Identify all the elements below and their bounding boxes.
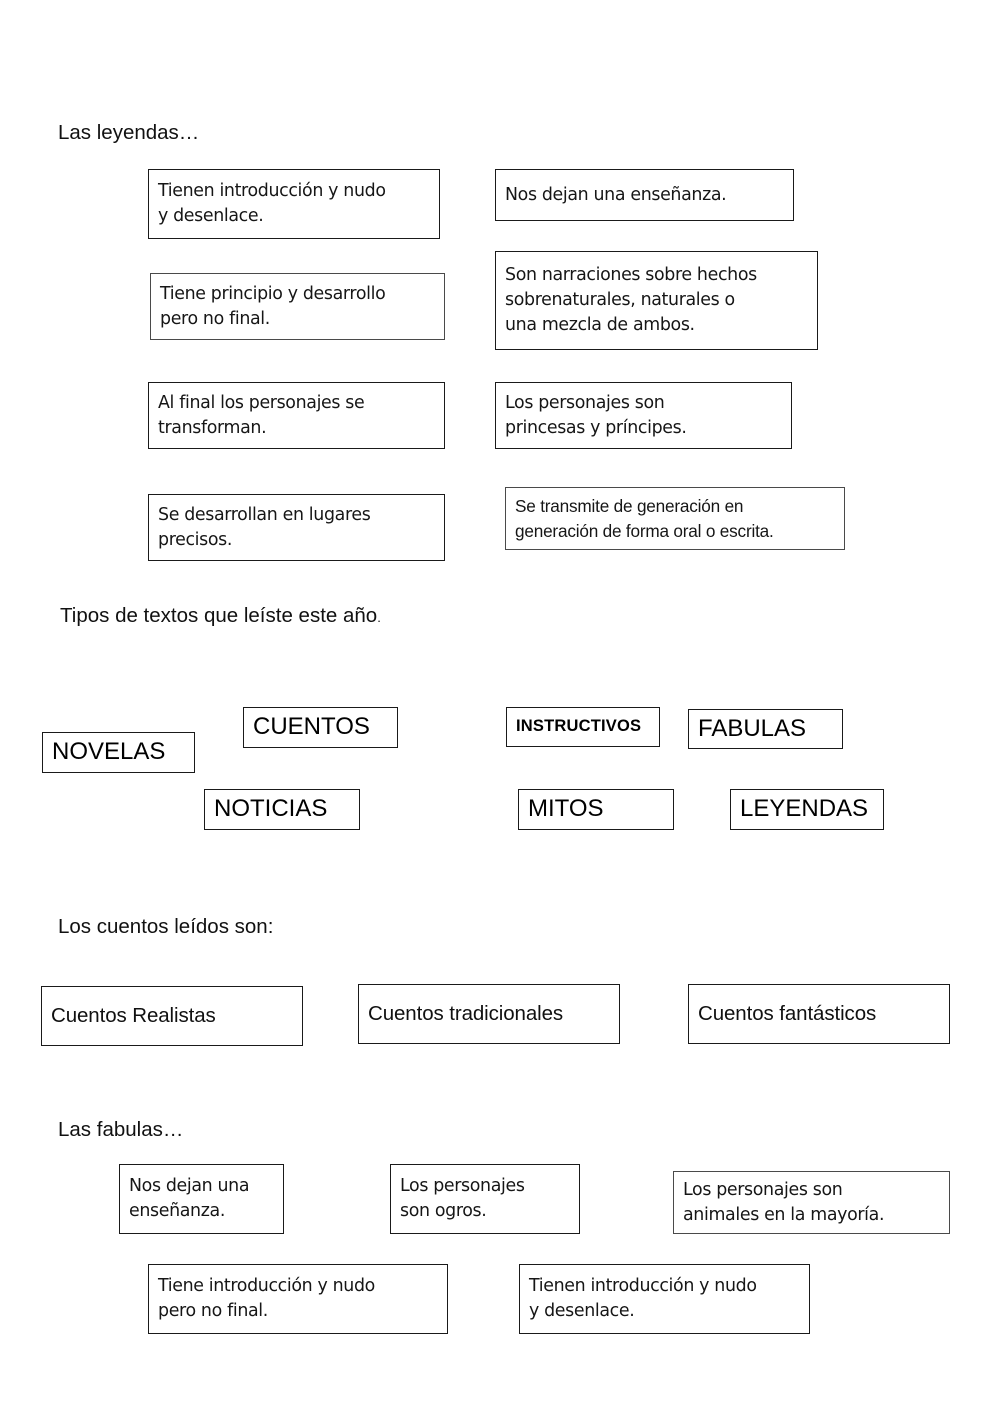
genre-label: CUENTOS bbox=[253, 713, 370, 741]
cuento-type-label: Cuentos Realistas bbox=[51, 1004, 216, 1028]
genre-mitos[interactable]: MITOS bbox=[518, 789, 674, 830]
genre-label: LEYENDAS bbox=[740, 795, 869, 823]
fabulas-option-nos-dejan-ensenanza[interactable]: Nos dejan una enseñanza. bbox=[119, 1164, 284, 1234]
option-text: Se transmite de generación en generación… bbox=[515, 496, 774, 541]
leyendas-option-narraciones-hechos-sobrenaturales[interactable]: Son narraciones sobre hechos sobrenatura… bbox=[495, 251, 818, 350]
leyendas-option-tienen-introduccion-nudo-desenlace[interactable]: Tienen introducción y nudo y desenlace. bbox=[148, 169, 440, 239]
cuento-type-realistas[interactable]: Cuentos Realistas bbox=[41, 986, 303, 1046]
cuento-type-tradicionales[interactable]: Cuentos tradicionales bbox=[358, 984, 620, 1044]
fabulas-option-personajes-son-ogros[interactable]: Los personajes son ogros. bbox=[390, 1164, 580, 1234]
genre-leyendas[interactable]: LEYENDAS bbox=[730, 789, 884, 830]
genre-cuentos[interactable]: CUENTOS bbox=[243, 707, 398, 748]
genre-label: FABULAS bbox=[698, 714, 807, 742]
cuento-type-fantasticos[interactable]: Cuentos fantásticos bbox=[688, 984, 950, 1044]
option-text: Tienen introducción y nudo y desenlace. bbox=[529, 1276, 757, 1321]
cuento-type-label: Cuentos fantásticos bbox=[698, 1002, 877, 1026]
option-text: Se desarrollan en lugares precisos. bbox=[158, 504, 371, 550]
genre-fabulas[interactable]: FABULAS bbox=[688, 709, 843, 749]
fabulas-option-introduccion-nudo-sin-final[interactable]: Tiene introducción y nudo pero no final. bbox=[148, 1264, 448, 1334]
option-text: Tienen introducción y nudo y desenlace. bbox=[158, 181, 386, 226]
genre-instructivos[interactable]: INSTRUCTIVOS bbox=[506, 707, 660, 747]
option-text: Nos dejan una enseñanza. bbox=[505, 184, 727, 205]
option-text: Los personajes son animales en la mayorí… bbox=[683, 1179, 885, 1225]
genre-noticias[interactable]: NOTICIAS bbox=[204, 789, 360, 830]
option-text: Tiene introducción y nudo pero no final. bbox=[158, 1276, 375, 1321]
fabulas-option-personajes-animales[interactable]: Los personajes son animales en la mayorí… bbox=[673, 1171, 950, 1234]
option-text: Los personajes son ogros. bbox=[400, 1176, 525, 1221]
leyendas-option-personajes-princesas-principes[interactable]: Los personajes son princesas y príncipes… bbox=[495, 382, 792, 449]
section-heading-leyendas: Las leyendas… bbox=[58, 121, 200, 144]
leyendas-option-lugares-precisos[interactable]: Se desarrollan en lugares precisos. bbox=[148, 494, 445, 561]
option-text: Tiene principio y desarrollo pero no fin… bbox=[160, 283, 386, 329]
section-heading-period: . bbox=[377, 610, 381, 625]
leyendas-option-principio-desarrollo-sin-final[interactable]: Tiene principio y desarrollo pero no fin… bbox=[150, 273, 445, 340]
section-heading-cuentos-leidos: Los cuentos leídos son: bbox=[58, 915, 274, 938]
genre-label: NOTICIAS bbox=[214, 795, 328, 823]
section-heading-fabulas: Las fabulas… bbox=[58, 1118, 184, 1141]
leyendas-option-transmite-generacion-en-generacion[interactable]: Se transmite de generación en generación… bbox=[505, 487, 845, 550]
section-heading-text: Tipos de textos que leíste este año bbox=[60, 604, 378, 627]
genre-novelas[interactable]: NOVELAS bbox=[42, 732, 195, 773]
genre-label: INSTRUCTIVOS bbox=[516, 717, 642, 736]
genre-label: NOVELAS bbox=[52, 738, 166, 766]
option-text: Nos dejan una enseñanza. bbox=[129, 1176, 250, 1221]
option-text: Al final los personajes se transforman. bbox=[158, 392, 365, 438]
option-text: Los personajes son princesas y príncipes… bbox=[505, 392, 687, 438]
leyendas-option-nos-dejan-ensenanza[interactable]: Nos dejan una enseñanza. bbox=[495, 169, 794, 221]
option-text: Son narraciones sobre hechos sobrenatura… bbox=[505, 265, 757, 335]
fabulas-option-introduccion-nudo-desenlace[interactable]: Tienen introducción y nudo y desenlace. bbox=[519, 1264, 810, 1334]
cuento-type-label: Cuentos tradicionales bbox=[368, 1002, 564, 1026]
section-heading-tipos-de-textos: Tipos de textos que leíste este año. bbox=[60, 603, 381, 629]
leyendas-option-personajes-se-transforman[interactable]: Al final los personajes se transforman. bbox=[148, 382, 445, 449]
genre-label: MITOS bbox=[528, 795, 604, 823]
